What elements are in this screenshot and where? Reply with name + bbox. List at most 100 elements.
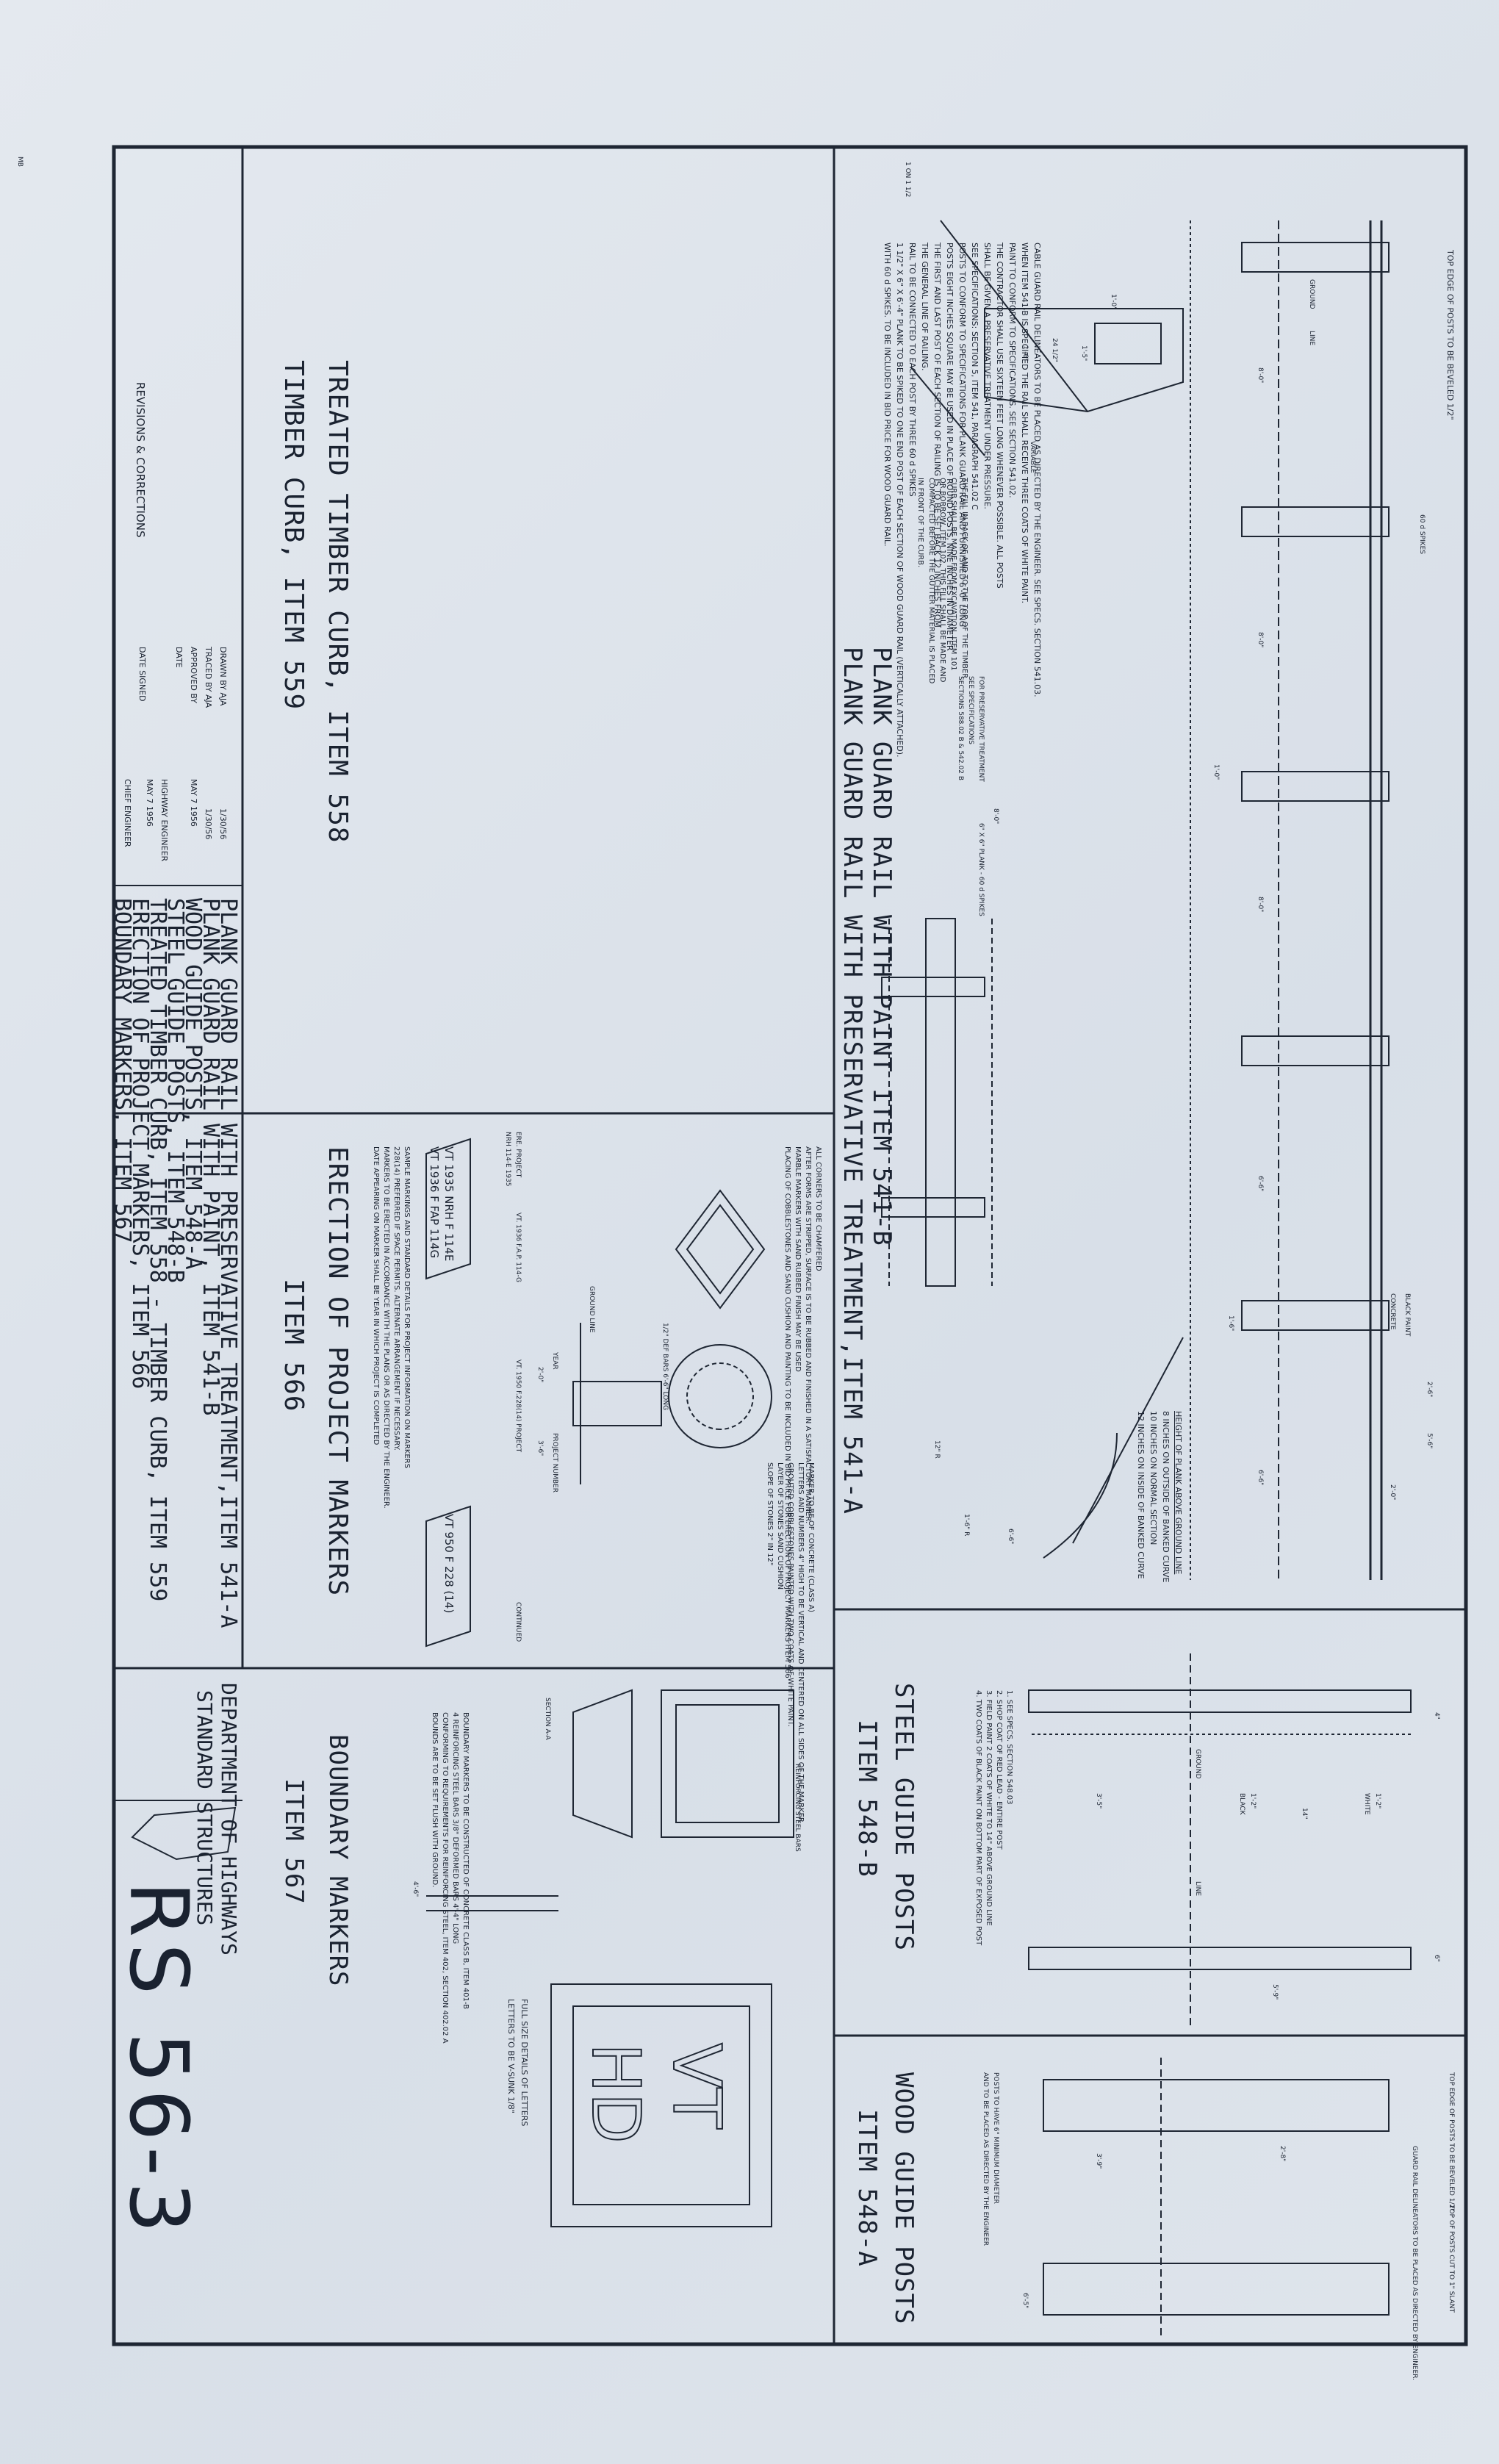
state-outline [131,1806,237,1861]
marker-label: YEAR [551,1352,558,1370]
boundary-label: LETTERS TO BE V-SUNK 1/8" [506,1999,516,2113]
guardrail-label: 60 d SPIKES [1418,514,1426,554]
guardrail-height-line: 12 INCHES ON INSIDE OF BANKED CURVE [1136,1411,1146,1579]
marker-text: VT 950 F 228 (14) [442,1514,456,1614]
curb-title-559: TIMBER CURB, ITEM 559 [278,360,309,711]
boundary-notes: BOUNDARY MARKERS TO BE CONSTRUCTED OF CO… [431,1712,470,2044]
curb-dim: 1'-5" [1080,345,1088,362]
highway-engineer: HIGHWAY ENGINEER [159,779,169,862]
boundary-letters-vt: VT [657,2042,736,2130]
steel-label: 4" [1433,1712,1440,1720]
wood-label: TOP EDGE OF POSTS TO BE BEVELED 1/2" [1448,2072,1455,2212]
marker-label: 3'-6" [536,1440,544,1457]
guardrail-dim: 5'-6" [1426,1433,1433,1449]
guardrail-dim: 2'-6" [1426,1382,1433,1398]
guardrail-title-541a: PLANK GUARD RAIL WITH PRESERVATIVE TREAT… [838,647,867,1515]
title-block-items: PLANK GUARD RAIL WITH PRESERVATIVE TREAT… [109,889,241,1668]
guardrail-height-line: 8 INCHES ON OUTSIDE OF BANKED CURVE [1161,1411,1171,1583]
guardrail-label: 12" R [933,1440,941,1459]
guardrail-label: BLACK PAINT [1403,1293,1411,1337]
marker-label: PROJECT NUMBER [551,1433,558,1493]
steel-notes: 1. SEE SPECS. SECTION 548.03 2. SHOP COA… [974,1690,1013,1946]
markers-title-item: ITEM 566 [278,1279,309,1412]
wood-title-item: ITEM 548-A [852,2109,882,2267]
sheet-number: RS 56-3 [112,1881,206,2239]
marker-label: CONTINUED [514,1602,522,1642]
approved-date: MAY 7 1956 [189,779,198,827]
marker-label: GROUND LINE [588,1286,595,1333]
marker-label: ERE. PROJECT [514,1132,522,1178]
boundary-marker-drawings [426,1689,794,2227]
steel-label: 1'-2" [1374,1793,1381,1809]
steel-label: BLACK [1238,1793,1245,1815]
traced-date: 1/30/56 [204,808,213,840]
curb-dim: 1'-0" [1110,294,1117,310]
wood-label: 3'-9" [1095,2153,1102,2169]
boundary-label: FULL SIZE DETAILS OF LETTERS [520,1999,529,2127]
marker-notes-right: MARKER TO BE OF CONCRETE (CLASS A) LETTE… [766,1462,815,1822]
signed-date: MAY 7 1956 [145,779,154,827]
drawn-date: 1/30/56 [218,808,228,840]
traced-by: TRACED BY AJA [204,647,213,708]
guardrail-dim: 1'-0" [1212,764,1220,780]
steel-label: 3'-5" [1095,1793,1102,1809]
guardrail-label: CONCRETE [1389,1293,1396,1330]
steel-label: 6" [1433,1955,1440,1962]
guardrail-plan [881,918,993,1287]
project-marker-drawings [425,1138,772,1648]
wood-label: GUARD RAIL DELINEATORS TO BE PLACED AS D… [1411,2146,1418,2380]
marker-text: VT 1936 F FAP 114G [428,1146,441,1259]
guardrail-dim: 6'-6" [1007,1529,1014,1545]
marker-label: NRH 114-E 1935 [504,1132,511,1187]
steel-label: 5'-9" [1271,1984,1279,2000]
curb-dim: 1'-6" [1021,345,1029,362]
guardrail-dim: 8'-0" [1257,632,1264,648]
guardrail-label: LINE [1308,331,1315,346]
curb-label: SEE SPECIFICATIONS [967,676,974,744]
curb-dim: 8'-0" [992,808,999,825]
markers-title: ERECTION OF PROJECT MARKERS [323,1146,353,1597]
guardrail-dim: 1'-6" [1227,1315,1234,1332]
curb-dim: 24 1/2" [1051,338,1058,362]
steel-label: 14" [1301,1808,1308,1820]
steel-guide-posts-drawing [1028,1653,1412,2028]
guardrail-dim: 8'-0" [1257,367,1264,384]
revisions-label: REVISIONS & CORRECTIONS [134,382,147,538]
boundary-title: BOUNDARY MARKERS [323,1734,353,1987]
curb-label: 6" X 6" PLANK - 60 d SPIKES [977,823,985,916]
chief-engineer: CHIEF ENGINEER [123,779,132,847]
guardrail-dim: 8'-0" [1257,897,1264,913]
wood-label: 6'-5" [1021,2293,1029,2309]
sheet-border [112,145,1468,2346]
wood-title: WOOD GUIDE POSTS [889,2072,919,2325]
steel-label: WHITE [1363,1793,1370,1815]
marker-label: VT. 1936 F.A.P. 114-G [514,1213,522,1283]
curb-label: FOR PRESERVATIVE TREATMENT [977,676,985,782]
curb-label: 1 ON 1 1/2 [904,162,911,198]
boundary-label: 4'-6" [411,1881,419,1897]
department-label: DEPARTMENT OF HIGHWAYS [217,1683,241,1955]
marker-label: 1/2" DEF BARS 6'-6" LONG [661,1323,669,1410]
boundary-letters-hd: HD [576,2042,655,2144]
steel-label: 1'-2" [1249,1793,1257,1809]
curb-notes: THE FILL IN BACK OF AND TO THE TOP OF TH… [916,478,968,684]
wood-guide-posts-drawing [1043,2058,1390,2337]
drawn-by: DRAWN BY AJA [218,647,228,706]
curb-label: SECTIONS 588.02 B & 542.02 B [957,676,964,781]
timber-curb-section [910,220,1184,456]
guardrail-title-541b: PLANK GUARD RAIL WITH PAINT ITEM 541-B [867,647,896,1246]
date-label: DATE [174,647,184,668]
guardrail-label: GROUND [1308,279,1315,309]
marker-notes-lower: SAMPLE MARKINGS AND STANDARD DETAILS FOR… [372,1146,411,1509]
curb-title-558: TREATED TIMBER CURB, ITEM 558 [323,360,353,844]
steel-title: STEEL GUIDE POSTS [889,1683,919,1951]
steel-label: LINE [1194,1881,1201,1897]
title-block-item: BOUNDARY MARKERS, ITEM 567 [109,898,135,1243]
guardrail-top-note: TOP EDGE OF POSTS TO BE BEVELED 1/2" [1445,250,1455,420]
steel-label: GROUND [1194,1749,1201,1779]
guardrail-elevation [1043,220,1390,1580]
curb-dim: VARIABLE [1029,441,1036,473]
